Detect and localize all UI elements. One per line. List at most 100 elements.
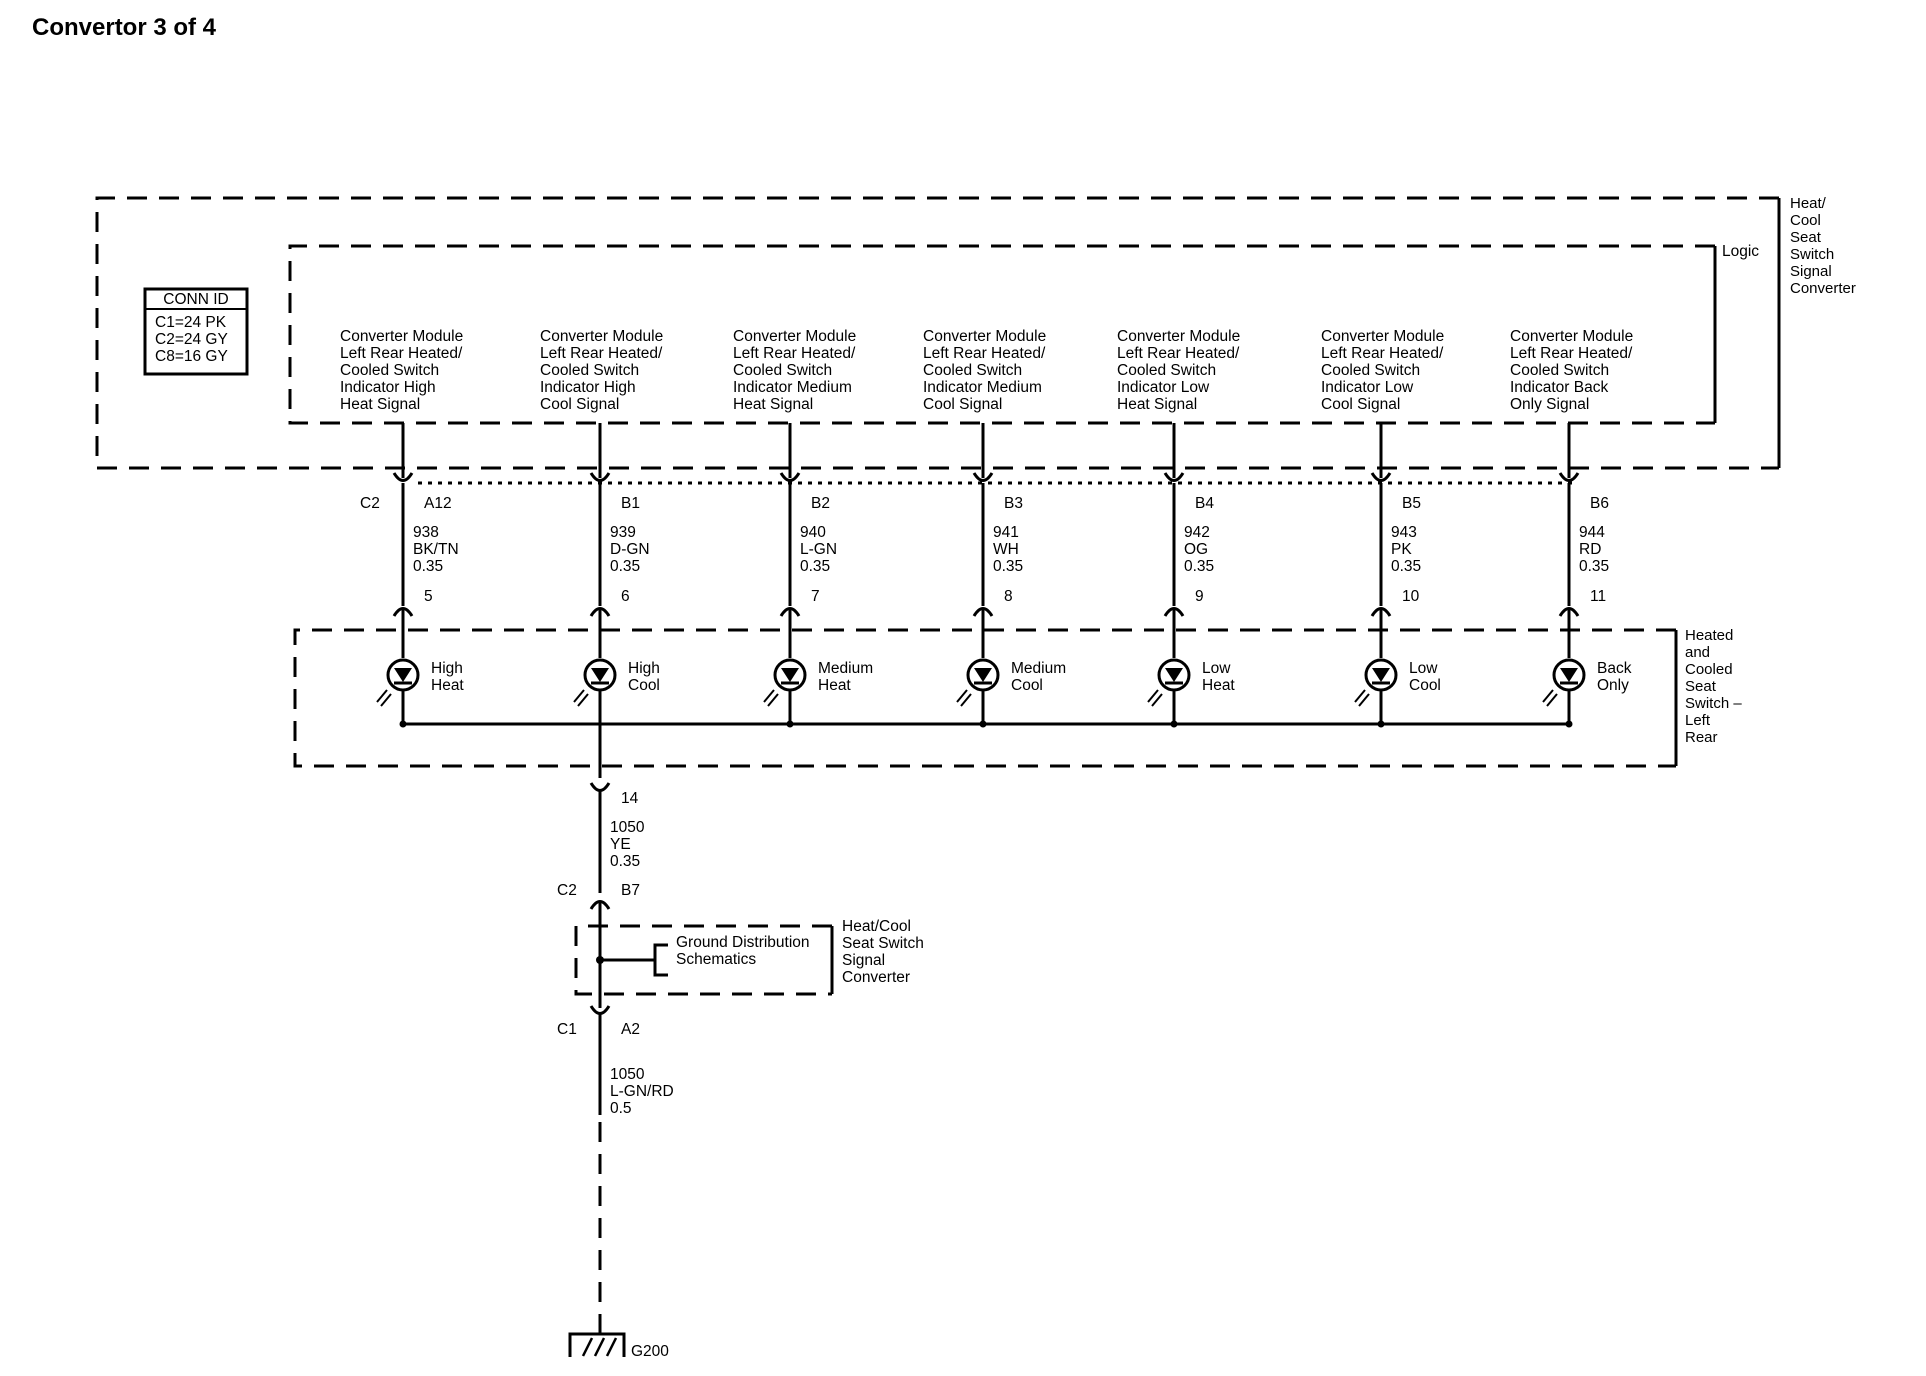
led-label-line: Cool <box>628 677 660 694</box>
switch-pin-terminal <box>589 607 611 617</box>
wire-circuit-number: 942 <box>1184 524 1210 541</box>
module-signal-label-line: Cooled Switch <box>340 362 439 379</box>
ground-switch-pin-terminal <box>589 782 611 792</box>
led-label-line: High <box>628 660 660 677</box>
bus-splice-dot <box>979 720 987 728</box>
logic-box <box>288 244 1715 425</box>
led-light-ray-icon <box>376 689 388 703</box>
module-signal-label-line: Only Signal <box>1510 396 1589 413</box>
connector-pin-label: B3 <box>1004 495 1023 512</box>
led-light-ray-icon <box>573 689 585 703</box>
switch-box <box>293 628 1676 768</box>
module-signal-label-line: Left Rear Heated/ <box>1321 345 1444 362</box>
ground-wire-1-pin: B7 <box>621 882 640 899</box>
module-signal-label-line: Cool Signal <box>540 396 619 413</box>
converter-box-label-line: Switch <box>1790 246 1834 263</box>
module-signal-label-line: Left Rear Heated/ <box>1510 345 1633 362</box>
page-title: Convertor 3 of 4 <box>32 14 217 41</box>
wire-color: PK <box>1391 541 1412 558</box>
led-label-line: Heat <box>431 677 464 694</box>
ground-label: G200 <box>631 1343 669 1360</box>
wire-gauge: 0.35 <box>993 558 1023 575</box>
led-label-line: Only <box>1597 677 1629 694</box>
connector-pin-label: B4 <box>1195 495 1214 512</box>
ground-dist-module-label-line: Heat/Cool <box>842 918 911 935</box>
ground-dist-module-label-line: Converter <box>842 969 910 986</box>
wire-gauge: 0.35 <box>800 558 830 575</box>
wire-gauge: 0.35 <box>610 558 640 575</box>
led-label-line: Cool <box>1011 677 1043 694</box>
ground-c1-terminal <box>589 1005 611 1015</box>
bus-splice-dot <box>399 720 407 728</box>
ground-switch-pin: 14 <box>621 790 639 807</box>
switch-pin-terminal <box>972 607 994 617</box>
connector-pin-label: B2 <box>811 495 830 512</box>
bus-splice-dot <box>1170 720 1178 728</box>
connector-pin-label: B5 <box>1402 495 1421 512</box>
connector-c2-label: C2 <box>360 495 380 512</box>
module-signal-label-line: Cool Signal <box>1321 396 1400 413</box>
wire-circuit-number: 938 <box>413 524 439 541</box>
converter-box-label-line: Heat/ <box>1790 195 1827 212</box>
connector-pin-label: A12 <box>424 495 452 512</box>
switch-box-label: Heated and Cooled Seat Switch – Left Rea… <box>1685 627 1746 746</box>
ground-wire-2-circuit: 1050 <box>610 1066 645 1083</box>
wire-circuit-number: 941 <box>993 524 1019 541</box>
module-signal-label-line: Left Rear Heated/ <box>1117 345 1240 362</box>
ground-c2-terminal <box>589 900 611 910</box>
wire-circuit-number: 940 <box>800 524 826 541</box>
conn-id-line: C2=24 GY <box>155 331 228 348</box>
switch-box-label-line: Rear <box>1685 729 1718 746</box>
switch-pin-label: 6 <box>621 588 630 605</box>
wire-gauge: 0.35 <box>1184 558 1214 575</box>
module-signal-label-line: Indicator Medium <box>733 379 852 396</box>
ground-dist-label: Ground Distribution Schematics <box>676 934 814 968</box>
led-light-ray-icon <box>1358 693 1370 707</box>
switch-box-label-line: and <box>1685 644 1710 661</box>
switch-pin-terminal <box>1370 607 1392 617</box>
module-signal-label-line: Cooled Switch <box>540 362 639 379</box>
ground-dist-bracket <box>653 943 668 977</box>
led-label-line: Heat <box>1202 677 1235 694</box>
module-signal-label-line: Cooled Switch <box>923 362 1022 379</box>
converter-module-box <box>95 196 1779 470</box>
switch-pin-label: 9 <box>1195 588 1204 605</box>
switch-box-label-line: Seat <box>1685 678 1717 695</box>
led-light-ray-icon <box>1354 689 1366 703</box>
module-signal-label-line: Cooled Switch <box>1117 362 1216 379</box>
conn-id-header: CONN ID <box>163 291 228 308</box>
switch-pin-label: 10 <box>1402 588 1420 605</box>
led-label-line: Low <box>1409 660 1438 677</box>
module-signal-label-line: Converter Module <box>1510 328 1633 345</box>
converter-box-label-line: Cool <box>1790 212 1821 229</box>
connector-c2-terminal <box>1163 472 1185 482</box>
module-signal-label-line: Left Rear Heated/ <box>340 345 463 362</box>
connector-pin-label: B6 <box>1590 495 1609 512</box>
led-light-ray-icon <box>960 693 972 707</box>
led-diode-icon <box>781 668 799 682</box>
ground-wire-1-gauge: 0.35 <box>610 853 640 870</box>
connector-c2-terminal <box>1370 472 1392 482</box>
connector-c2-terminal <box>972 472 994 482</box>
switch-pin-terminal <box>392 607 414 617</box>
switch-box-label-line: Heated <box>1685 627 1733 644</box>
led-light-ray-icon <box>1546 693 1558 707</box>
bus-splice-dot <box>1377 720 1385 728</box>
ground-dist-module-label: Heat/Cool Seat Switch Signal Converter <box>842 918 928 986</box>
led-label-line: Back <box>1597 660 1632 677</box>
module-signal-label-line: Left Rear Heated/ <box>923 345 1046 362</box>
module-signal-label-line: Heat Signal <box>1117 396 1197 413</box>
switch-pin-terminal <box>1163 607 1185 617</box>
led-diode-icon <box>1560 668 1578 682</box>
converter-box-label-line: Signal <box>1790 263 1832 280</box>
converter-box-label-line: Converter <box>1790 280 1856 297</box>
led-light-ray-icon <box>577 693 589 707</box>
module-signal-label-line: Left Rear Heated/ <box>540 345 663 362</box>
